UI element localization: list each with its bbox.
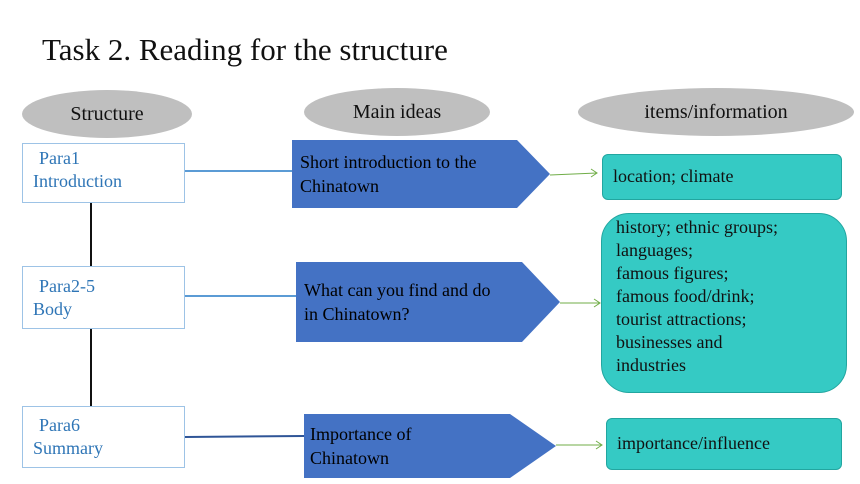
connector-para6 xyxy=(184,435,305,438)
info-box-3: importance/influence xyxy=(606,418,842,470)
main-idea-2-line2: in Chinatown? xyxy=(304,304,410,324)
arrow-shape-3 xyxy=(304,414,556,478)
main-idea-arrow-2: What can you find and do in Chinatown? xyxy=(296,262,562,342)
info-2-line-2: languages; xyxy=(616,240,693,260)
info-2-line-1: history; ethnic groups; xyxy=(616,217,778,237)
vertical-connector-1 xyxy=(90,203,92,266)
para6-box: Para6 Summary xyxy=(22,406,185,468)
info-3-text: importance/influence xyxy=(617,433,770,453)
arrow-shape-2 xyxy=(296,262,560,342)
para2-5-box: Para2-5 Body xyxy=(22,266,185,329)
info-2-line-5: tourist attractions; xyxy=(616,309,747,329)
para1-section: Introduction xyxy=(33,171,122,191)
info-2-line-4: famous food/drink; xyxy=(616,286,755,306)
para6-label: Para6 xyxy=(39,415,80,435)
main-idea-arrow-1: Short introduction to the Chinatown xyxy=(292,140,552,208)
main-ideas-header: Main ideas xyxy=(304,88,490,136)
structure-header: Structure xyxy=(22,90,192,138)
arrow-shape-1 xyxy=(292,140,550,208)
info-box-2: history; ethnic groups; languages; famou… xyxy=(601,213,847,393)
main-idea-3-line1: Importance of xyxy=(310,424,412,444)
info-2-line-6: businesses and xyxy=(616,332,723,352)
para1-label: Para1 xyxy=(39,148,80,168)
para1-box: Para1 Introduction xyxy=(22,143,185,203)
main-idea-arrow-3: Importance of Chinatown xyxy=(304,414,558,478)
para6-section: Summary xyxy=(33,438,103,458)
main-idea-2-line1: What can you find and do xyxy=(304,280,491,300)
para2-5-section: Body xyxy=(33,299,73,319)
small-arrow-row2-head xyxy=(593,298,601,308)
para2-5-label: Para2-5 xyxy=(39,276,95,296)
small-arrow-row1 xyxy=(549,172,598,176)
small-arrow-row1-head xyxy=(590,168,598,178)
vertical-connector-2 xyxy=(90,329,92,406)
small-arrow-row3-head xyxy=(595,440,603,450)
info-1-text: location; climate xyxy=(613,166,734,186)
info-2-line-3: famous figures; xyxy=(616,263,729,283)
slide-title: Task 2. Reading for the structure xyxy=(42,32,448,67)
main-idea-3-line2: Chinatown xyxy=(310,448,389,468)
info-2-line-7: industries xyxy=(616,355,686,375)
main-idea-1-line2: Chinatown xyxy=(300,176,379,196)
items-header: items/information xyxy=(578,88,854,136)
main-idea-1-line1: Short introduction to the xyxy=(300,152,477,172)
info-box-1: location; climate xyxy=(602,154,842,200)
